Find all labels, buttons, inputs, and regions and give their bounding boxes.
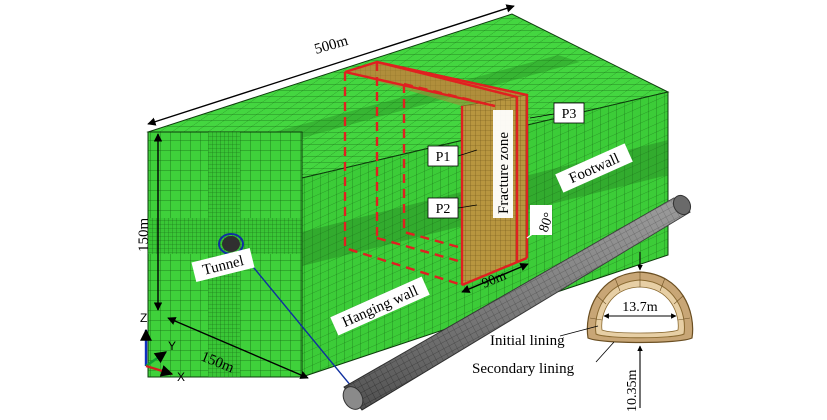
dim-height-label: 10.35m xyxy=(625,370,640,413)
dim-150m-horizontal-line xyxy=(167,317,309,379)
tunnel-tube xyxy=(342,194,692,411)
section-label-p3: P3 xyxy=(529,102,585,124)
svg-text:80°: 80° xyxy=(537,211,558,235)
tunnel-leader-line xyxy=(239,250,357,393)
dim-500m-line xyxy=(147,4,515,126)
fracture-zone-label: Fracture zone xyxy=(493,110,513,218)
section-p2-dashed xyxy=(402,84,463,250)
initial-lining-leader xyxy=(559,325,599,337)
y-axis-arrow xyxy=(145,351,167,367)
section-label-p2: P2 xyxy=(427,197,478,219)
section-label-p1: P1 xyxy=(427,145,478,167)
angle-marker: 80° xyxy=(526,205,558,239)
x-axis-arrow xyxy=(145,364,174,377)
x-axis-label: X xyxy=(177,370,185,384)
dim-500m-label: 500m xyxy=(313,33,351,58)
tunnel-cross-section: 13.7m 10.35m Initial lining Secondary li… xyxy=(472,252,694,413)
section-p1-dashed xyxy=(343,72,463,287)
secondary-lining-label: Secondary lining xyxy=(472,361,575,377)
z-axis-label: Z xyxy=(140,311,147,325)
svg-text:P1: P1 xyxy=(436,150,451,165)
dim-90m-line xyxy=(461,263,529,293)
svg-text:P2: P2 xyxy=(436,202,451,217)
dimension-lines xyxy=(147,4,529,379)
dim-150m-vertical-label: 150m xyxy=(136,218,152,253)
tunnel-opening xyxy=(601,286,679,334)
svg-text:P3: P3 xyxy=(562,107,577,122)
axis-triad: Z Y X xyxy=(140,311,185,384)
secondary-lining-leader xyxy=(595,341,615,363)
lining-segments xyxy=(589,272,691,321)
y-axis-label: Y xyxy=(168,339,176,353)
initial-lining-label: Initial lining xyxy=(490,333,565,349)
svg-text:Fracture zone: Fracture zone xyxy=(496,132,512,214)
dim-width-label: 13.7m xyxy=(622,300,658,315)
